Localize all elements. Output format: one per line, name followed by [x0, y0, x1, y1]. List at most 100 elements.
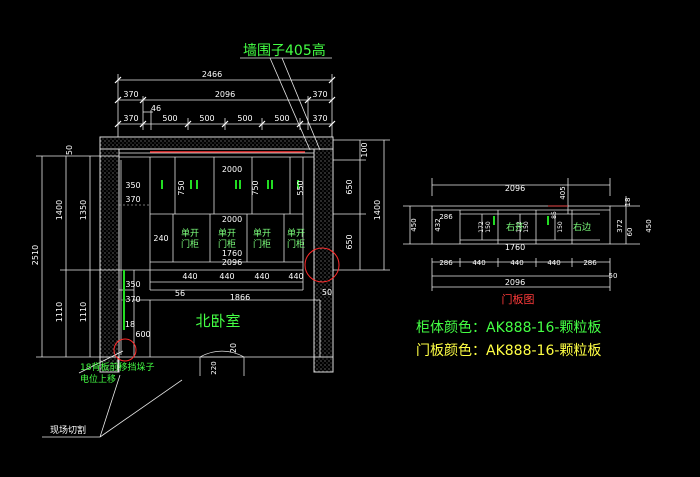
- door-dim-440-3: 440: [547, 259, 560, 267]
- dim-seg-500-4: 500: [274, 114, 289, 123]
- door-color-note: 门板颜色：AK888-16-颗粒板: [416, 342, 601, 359]
- dim-right-370-row3: 370: [312, 114, 327, 123]
- dim-d-20: 20: [229, 343, 238, 353]
- door-dim-172-a: 172: [478, 221, 485, 233]
- door-dim-405: 405: [559, 186, 567, 199]
- dim-w-1760: 1760: [222, 249, 242, 258]
- shift-note-line1: 18背板前移挡垛子: [80, 361, 154, 373]
- dim-w-550: 550: [296, 180, 305, 195]
- door-panel-drawing: 2096 405 18 450 432 286 172 150 172 150 …: [403, 178, 653, 359]
- door-dim-top-2096: 2096: [505, 184, 525, 193]
- dim-w-1866: 1866: [230, 293, 250, 302]
- door-label-2-line1: 单开: [218, 227, 236, 239]
- dim-d-220: 220: [210, 361, 218, 374]
- dim-upper-2000: 2000: [222, 165, 242, 174]
- dim-right-100: 100: [360, 142, 369, 157]
- dim-h-370-lower: 370: [125, 295, 140, 304]
- door-label-3-line2: 门柜: [253, 238, 271, 250]
- dim-right-370: 370: [312, 90, 327, 99]
- dim-offset-46: 46: [151, 104, 161, 113]
- site-cut-note: 现场切割: [50, 424, 86, 436]
- door-label-2-line2: 门柜: [218, 238, 236, 250]
- dim-left-370-row3: 370: [123, 114, 138, 123]
- door-dim-18: 18: [624, 198, 632, 207]
- door-dim-85: 85: [551, 211, 558, 219]
- dim-w-440-2: 440: [219, 272, 234, 281]
- door-dim-450-left: 450: [410, 218, 418, 231]
- body-color-note: 柜体颜色：AK888-16-颗粒板: [416, 319, 601, 336]
- dim-left-1110-b: 1110: [79, 302, 88, 322]
- dim-h-370-upper: 370: [125, 195, 140, 204]
- door-dim-1760: 1760: [505, 243, 525, 252]
- dim-right-650-top: 650: [345, 179, 354, 194]
- dim-w-440-4: 440: [288, 272, 303, 281]
- door-dim-150-c: 150: [557, 221, 564, 233]
- main-plan: 2466 2096 370 370 46 370 500 500 500 500…: [31, 42, 390, 438]
- door-panel-body: [431, 205, 611, 245]
- door-dim-440-2: 440: [510, 259, 523, 267]
- door-dim-372: 372: [616, 219, 624, 232]
- door-dim-286-inner: 286: [439, 213, 453, 221]
- door-dim-150-a: 150: [485, 221, 492, 233]
- top-dim-ticks: [114, 76, 336, 128]
- dim-right-650-bottom: 650: [345, 234, 354, 249]
- door-panel-title: 门板图: [502, 292, 535, 306]
- dim-total-width: 2466: [202, 70, 222, 79]
- shift-note-line2: 电位上移: [80, 373, 116, 385]
- dim-w-750-right: 750: [251, 180, 260, 195]
- dim-w-750-left: 750: [177, 180, 186, 195]
- door-label-4-line1: 单开: [287, 227, 305, 239]
- door-handles: [123, 180, 299, 330]
- dim-d-56: 56: [175, 289, 185, 298]
- dim-left-1350: 1350: [79, 200, 88, 220]
- dim-h-18: 18: [125, 320, 135, 329]
- dim-left-370: 370: [123, 90, 138, 99]
- dim-seg-500-3: 500: [237, 114, 252, 123]
- door-dim-150-b: 150: [523, 221, 530, 233]
- door-dim-450-right: 450: [645, 219, 653, 232]
- leader-lines: [42, 57, 332, 438]
- door-label-right-open: 右开: [506, 221, 524, 233]
- door-dim-172-b: 172: [516, 221, 523, 233]
- room-walls: [99, 136, 334, 373]
- dim-left-1110-a: 1110: [55, 302, 64, 322]
- door-swing: [199, 350, 245, 376]
- door-label-3-line1: 单开: [253, 227, 271, 239]
- dim-right-1400: 1400: [373, 200, 382, 220]
- dim-width-2096: 2096: [215, 90, 235, 99]
- door-dim-bottom-2096: 2096: [505, 278, 525, 287]
- door-dim-60: 60: [626, 228, 634, 237]
- door-dim-286-right: 286: [583, 259, 597, 267]
- dim-h-350-upper: 350: [125, 181, 140, 190]
- door-dim-440-1: 440: [472, 259, 485, 267]
- issue-markers: [113, 247, 340, 362]
- room-name: 北卧室: [195, 312, 240, 330]
- dim-w-440-3: 440: [254, 272, 269, 281]
- right-dimension-lines: [333, 139, 390, 271]
- dim-w-2096-mid: 2096: [222, 258, 242, 267]
- dim-d-50-right: 50: [322, 288, 332, 297]
- door-label-1-line2: 门柜: [181, 238, 199, 250]
- dim-h-600: 600: [135, 330, 150, 339]
- door-dim-286-left: 286: [439, 259, 453, 267]
- cabinet-dashed-lines: [119, 204, 150, 301]
- door-labels: 单开 门柜 单开 门柜 单开 门柜 单开 门柜: [181, 227, 305, 250]
- dim-h-240: 240: [153, 234, 168, 243]
- door-panel-handles: [493, 216, 549, 225]
- wall-height-note: 墙围子405高: [243, 42, 326, 59]
- dim-seg-500-1: 500: [162, 114, 177, 123]
- dim-left-2510: 2510: [31, 245, 40, 265]
- dim-w-440-1: 440: [182, 272, 197, 281]
- door-dim-50: 50: [609, 272, 618, 280]
- dim-lower-2000: 2000: [222, 215, 242, 224]
- door-dimension-lines: [403, 178, 640, 291]
- cabinet-outlines: [118, 152, 321, 358]
- dim-h-350-lower: 350: [125, 280, 140, 289]
- dim-d-50-left: 50: [65, 145, 74, 155]
- door-label-4-line2: 门柜: [287, 238, 305, 250]
- dim-left-1400: 1400: [55, 200, 64, 220]
- dim-seg-500-2: 500: [199, 114, 214, 123]
- door-label-1-line1: 单开: [181, 227, 199, 239]
- door-label-right-door: 右边: [573, 221, 591, 233]
